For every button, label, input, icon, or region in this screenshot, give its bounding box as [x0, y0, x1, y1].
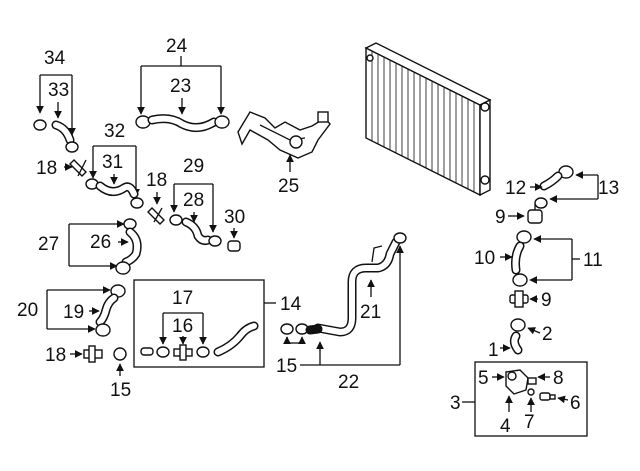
- connector-18c: [83, 345, 103, 363]
- callout-19: 19: [63, 302, 84, 323]
- clamp-20b: [95, 323, 111, 337]
- callout-4: 4: [500, 416, 511, 437]
- callout-16: 16: [172, 316, 193, 337]
- connector-18a: [69, 159, 87, 177]
- callout-33: 33: [48, 80, 69, 101]
- clamp-15b1: [280, 323, 294, 335]
- callout-32: 32: [104, 121, 125, 142]
- hose-stub-14: [140, 347, 154, 356]
- callout-28: 28: [183, 190, 204, 211]
- oring-7: [527, 388, 535, 396]
- callout-7: 7: [524, 412, 535, 433]
- callout-34: 34: [44, 48, 66, 69]
- callout-8: 8: [553, 368, 564, 389]
- callout-3: 3: [450, 393, 461, 414]
- callout-6: 6: [570, 393, 581, 414]
- connector-9b: [509, 290, 529, 308]
- callout-17: 17: [172, 288, 193, 309]
- clamp-24a: [135, 115, 151, 129]
- callout-5: 5: [478, 368, 489, 389]
- callout-2: 2: [542, 324, 553, 345]
- sensor-6: [539, 392, 556, 401]
- clamp-11b: [512, 273, 528, 287]
- callout-25: 25: [278, 176, 299, 197]
- thermostat-housing-4: [505, 369, 537, 395]
- group-box-14: [133, 279, 265, 368]
- clamp-17a: [156, 346, 170, 358]
- clamp-13b: [534, 197, 548, 209]
- callout-1: 1: [488, 340, 499, 361]
- callout-9b: 9: [541, 290, 552, 311]
- callout-13: 13: [598, 178, 619, 199]
- clamp-32b: [130, 197, 144, 209]
- clamp-24b: [214, 115, 230, 129]
- clamp-29a: [169, 214, 183, 226]
- callout-15a: 15: [110, 380, 131, 401]
- fitting-30: [227, 240, 241, 252]
- callout-31: 31: [102, 152, 123, 173]
- connector-9a: [527, 204, 543, 224]
- callout-18b: 18: [146, 170, 167, 191]
- callout-11: 11: [583, 250, 603, 271]
- callout-26: 26: [90, 232, 111, 253]
- callout-29: 29: [183, 156, 204, 177]
- pipe-21: [313, 237, 401, 337]
- clamp-15a: [113, 347, 127, 361]
- callout-9a: 9: [495, 207, 506, 228]
- callout-18a: 18: [36, 158, 57, 179]
- callout-12: 12: [505, 178, 526, 199]
- clamp-34b: [65, 141, 79, 153]
- callout-30: 30: [224, 207, 245, 228]
- connector-16: [173, 344, 193, 361]
- hose-bracket-25: [237, 111, 331, 159]
- radiator: [364, 42, 492, 197]
- callout-14: 14: [280, 294, 302, 315]
- group-box-3: [474, 361, 588, 437]
- callout-21: 21: [360, 302, 381, 323]
- connector-18b: [147, 207, 165, 225]
- callout-20: 20: [17, 300, 38, 321]
- callout-10: 10: [474, 248, 495, 269]
- clamp-29b: [208, 235, 222, 247]
- clamp-34a: [33, 119, 47, 131]
- callout-15b: 15: [276, 356, 297, 377]
- callout-22: 22: [338, 372, 359, 393]
- clamp-2: [510, 318, 526, 332]
- clamp-17b: [196, 346, 210, 358]
- clamp-22a: [393, 232, 407, 244]
- callout-23: 23: [170, 76, 191, 97]
- callout-27: 27: [38, 234, 59, 255]
- callout-18c: 18: [45, 345, 66, 366]
- callout-24: 24: [166, 36, 188, 57]
- clamp-11a: [516, 230, 532, 244]
- clamp-27b: [115, 261, 131, 275]
